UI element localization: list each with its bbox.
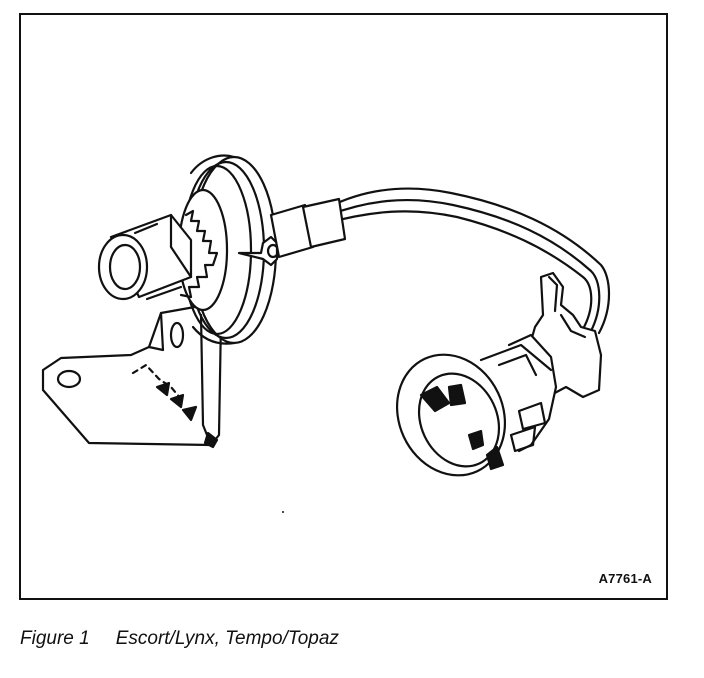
mounting-bracket [41,303,223,449]
figure-frame: A7761-A [19,13,668,600]
figure-reference-id: A7761-A [598,571,652,586]
figure-caption-text: Escort/Lynx, Tempo/Topaz [115,628,339,649]
sensor-shaft [97,213,193,301]
figure-number: Figure 1 [20,628,90,649]
wiring-connector [395,271,603,477]
figure-caption: Figure 1 Escort/Lynx, Tempo/Topaz [20,628,339,650]
sensor-pulley [177,154,280,345]
wire-harness [269,187,610,335]
sensor-harness-illustration [41,154,610,513]
